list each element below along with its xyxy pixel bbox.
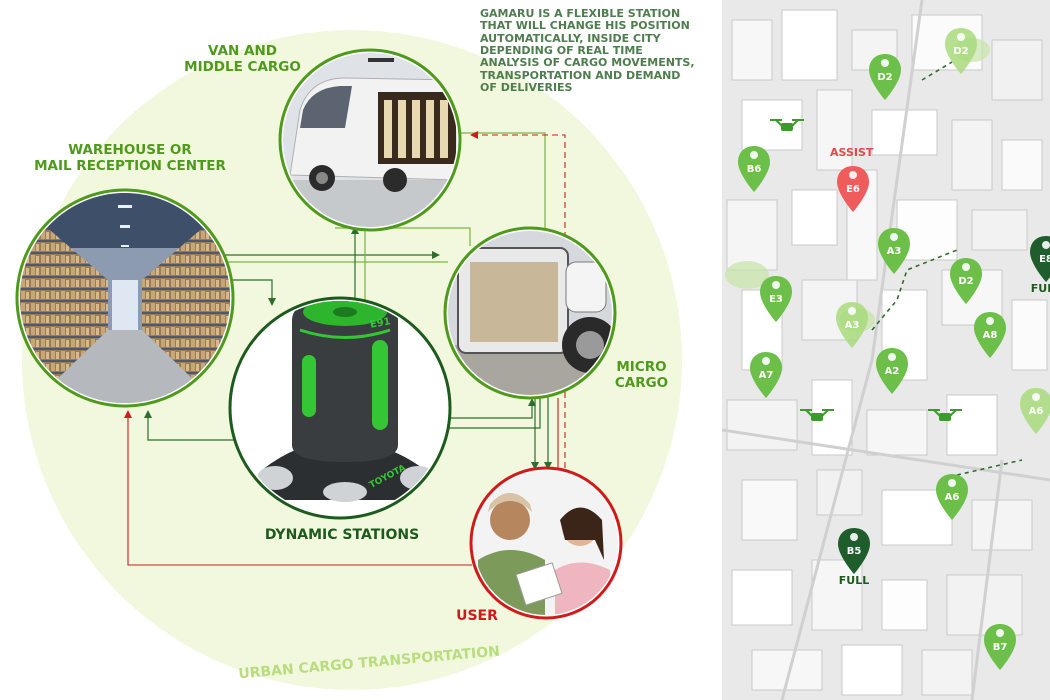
pin-code: A6 <box>944 492 960 503</box>
city-map-panel: ASSIST D2 D2 B6 E6 A3 E8FULL D2 E3 A3 A8… <box>722 0 1050 700</box>
map-pin[interactable]: E8FULL <box>1028 234 1050 295</box>
pin-code: A2 <box>884 366 900 377</box>
pin-code: E6 <box>846 184 860 195</box>
map-pin[interactable]: A2 <box>874 346 910 396</box>
map-pin[interactable]: D2 <box>867 52 903 102</box>
pin-code: B6 <box>746 164 762 175</box>
map-pin[interactable]: E3 <box>758 274 794 324</box>
pin-code: D2 <box>953 46 969 57</box>
description-text: GAMARU IS A FLEXIBLE STATION THAT WILL C… <box>480 7 710 94</box>
map-pin[interactable]: A8 <box>972 310 1008 360</box>
location-pin-icon <box>869 54 901 100</box>
van-label-line2: MIDDLE CARGO <box>184 58 301 75</box>
location-pin-icon <box>1020 388 1050 434</box>
map-roads <box>722 0 1050 700</box>
van-label: VAN AND MIDDLE CARGO <box>180 43 305 75</box>
map-pin[interactable]: A3 <box>834 300 870 350</box>
map-pin[interactable]: A3 <box>876 226 912 276</box>
pin-code: D2 <box>958 276 974 287</box>
location-pin-icon <box>836 302 868 348</box>
description-line: DEPENDING OF REAL TIME <box>480 43 643 57</box>
pin-code: A3 <box>844 320 860 331</box>
map-pin[interactable]: D2 <box>948 256 984 306</box>
warehouse-label: WAREHOUSE OR MAIL RECEPTION CENTER <box>30 142 230 174</box>
location-pin-icon <box>936 474 968 520</box>
map-pin[interactable]: A6 <box>1018 386 1050 436</box>
location-pin-icon <box>1030 236 1050 282</box>
drone-icon <box>926 406 964 424</box>
assist-label: ASSIST <box>830 146 874 159</box>
warehouse-label-line2: MAIL RECEPTION CENTER <box>34 157 226 174</box>
pin-code: D2 <box>877 72 893 83</box>
pin-code: B7 <box>992 642 1008 653</box>
location-pin-icon <box>760 276 792 322</box>
pin-status-tag: FULL <box>1030 282 1050 295</box>
diagram-graphics <box>15 30 682 690</box>
flow-lines-green <box>144 132 552 470</box>
map-pin[interactable]: D2 <box>943 26 979 76</box>
map-pin[interactable]: A6 <box>934 472 970 522</box>
description-line: GAMARU IS A FLEXIBLE STATION <box>480 7 681 20</box>
pin-code: E3 <box>769 294 783 305</box>
description-line: TRANSPORTATION AND DEMAND <box>480 68 681 82</box>
dynamic-stations-label: DYNAMIC STATIONS <box>264 527 420 543</box>
location-pin-icon <box>974 312 1006 358</box>
warehouse-circle <box>15 188 235 408</box>
pin-code: A6 <box>1028 406 1044 417</box>
drone-icon <box>798 406 836 424</box>
location-pin-icon <box>950 258 982 304</box>
map-pin[interactable]: B6 <box>736 144 772 194</box>
van-label-line1: VAN AND <box>208 43 277 59</box>
description-line: OF DELIVERIES <box>480 80 573 94</box>
map-pin[interactable]: B7 <box>982 622 1018 672</box>
route-dashes <box>871 61 1023 476</box>
location-pin-icon <box>984 624 1016 670</box>
pin-code: A8 <box>982 330 998 341</box>
description-line: ANALYSIS OF CARGO MOVEMENTS, <box>480 56 695 70</box>
location-pin-icon <box>945 28 977 74</box>
micro-cargo-label: MICRO CARGO <box>604 359 679 391</box>
drone-icon <box>768 116 806 134</box>
user-label: USER <box>456 608 498 624</box>
location-pin-icon <box>837 166 869 212</box>
dynamic-station-circle <box>228 296 452 520</box>
location-pin-icon <box>750 352 782 398</box>
location-pin-icon <box>878 228 910 274</box>
micro-cargo-label-line2: CARGO <box>614 374 669 391</box>
micro-cargo-circle <box>443 226 617 400</box>
pin-code: E8 <box>1039 254 1050 265</box>
description-line: AUTOMATICALLY, INSIDE CITY <box>480 31 661 45</box>
location-pin-icon <box>876 348 908 394</box>
description-line: THAT WILL CHANGE HIS POSITION <box>480 19 690 33</box>
van-circle <box>278 48 462 232</box>
user-circle <box>469 466 623 620</box>
location-pin-icon <box>738 146 770 192</box>
pin-status-tag: FULL <box>838 574 870 587</box>
location-pin-icon <box>838 528 870 574</box>
pin-code: B5 <box>846 546 862 557</box>
warehouse-label-line1: WAREHOUSE OR <box>68 142 192 158</box>
pin-code: A3 <box>886 246 902 257</box>
pin-code: A7 <box>758 370 774 381</box>
micro-cargo-label-line1: MICRO <box>616 359 667 375</box>
map-pin[interactable]: E6 <box>835 164 871 214</box>
map-pin[interactable]: A7 <box>748 350 784 400</box>
